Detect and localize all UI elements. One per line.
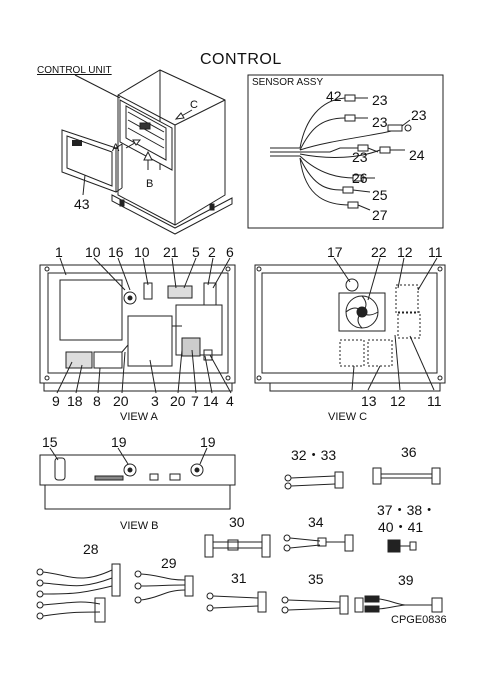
part-30: 30 — [229, 514, 245, 530]
part-28: 28 — [83, 541, 99, 557]
part-42: 42 — [326, 88, 342, 104]
part-36: 36 — [401, 444, 417, 460]
part-6: 6 — [226, 244, 234, 260]
part-23: 23 — [372, 92, 388, 108]
harness-36 — [372, 467, 441, 485]
part-3: 3 — [151, 393, 159, 409]
part-19: 19 — [200, 434, 216, 450]
part-12: 12 — [397, 244, 413, 260]
view-b-label: VIEW B — [120, 520, 159, 532]
harness-34 — [283, 534, 354, 552]
part-7: 7 — [191, 393, 199, 409]
part-29: 29 — [161, 555, 177, 571]
part-37-38: 37・38・ — [377, 502, 437, 518]
part-31: 31 — [231, 570, 247, 586]
part-25: 25 — [372, 187, 388, 203]
part-4: 4 — [226, 393, 234, 409]
part-5: 5 — [192, 244, 200, 260]
part-19: 19 — [111, 434, 127, 450]
part-16: 16 — [108, 244, 124, 260]
part-40-41: 40・41 — [378, 519, 424, 535]
part-11: 11 — [427, 393, 442, 409]
part-43: 43 — [74, 196, 90, 212]
part-13: 13 — [361, 393, 377, 409]
part-18: 18 — [67, 393, 83, 409]
harness-28 — [36, 563, 121, 623]
part-35: 35 — [308, 571, 324, 587]
view-c-label: VIEW C — [328, 411, 368, 423]
part-23: 23 — [372, 114, 388, 130]
sensor-assy-label: SENSOR ASSY — [252, 77, 324, 88]
part-34: 34 — [308, 514, 324, 530]
arrow-label-b: B — [146, 178, 154, 190]
part-32-33: 32・33 — [291, 447, 337, 463]
part-10: 10 — [134, 244, 150, 260]
arrow-label-a: A — [112, 142, 120, 154]
part-17: 17 — [327, 244, 343, 260]
harness-29 — [134, 570, 194, 604]
part-20: 20 — [170, 393, 186, 409]
view-b-drawing — [39, 447, 236, 510]
part-24: 24 — [409, 147, 425, 163]
part-21: 21 — [163, 244, 179, 260]
part-39: 39 — [398, 572, 414, 588]
harness-32-33 — [284, 471, 344, 490]
part-26: 26 — [352, 170, 368, 186]
part-9: 9 — [52, 393, 60, 409]
part-27: 27 — [372, 207, 388, 223]
sensor-assy-drawing — [247, 74, 444, 229]
part-23: 23 — [411, 107, 427, 123]
part-2: 2 — [208, 244, 216, 260]
view-a-label: VIEW A — [120, 411, 158, 423]
page-title: CONTROL — [200, 51, 282, 68]
harness-30 — [204, 534, 271, 558]
control-unit-drawing — [61, 69, 233, 235]
part-15: 15 — [42, 434, 58, 450]
part-20: 20 — [113, 393, 129, 409]
view-c-drawing — [254, 257, 446, 392]
arrow-label-c: C — [190, 99, 198, 111]
part-8: 8 — [93, 393, 101, 409]
view-a-drawing — [39, 257, 236, 394]
harness-39 — [354, 595, 443, 613]
part-12: 12 — [390, 393, 406, 409]
harness-37-41 — [387, 539, 417, 553]
harness-31 — [206, 591, 267, 613]
part-10: 10 — [85, 244, 101, 260]
part-11: 11 — [428, 244, 443, 260]
part-23: 23 — [352, 149, 368, 165]
drawing-code: CPGE0836 — [391, 614, 447, 626]
part-22: 22 — [371, 244, 387, 260]
part-14: 14 — [203, 393, 219, 409]
harness-35 — [281, 595, 349, 615]
control-unit-label: CONTROL UNIT — [37, 65, 112, 76]
part-1: 1 — [55, 244, 63, 260]
